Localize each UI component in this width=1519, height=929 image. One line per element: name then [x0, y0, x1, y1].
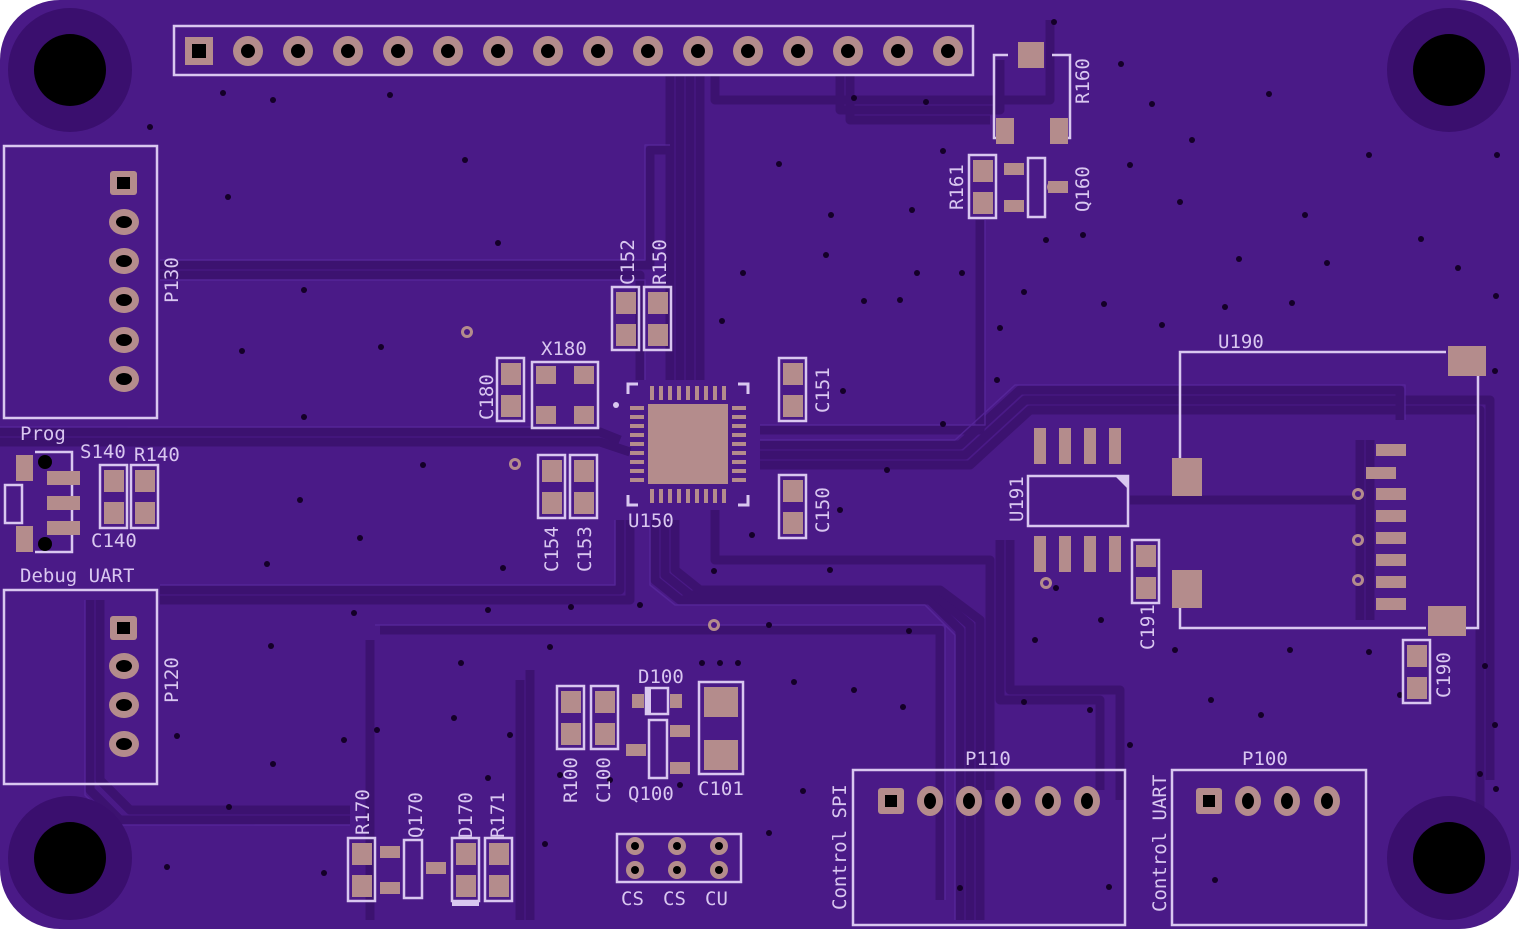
passive-pads: [104, 160, 1427, 897]
copper-traces: [0, 20, 1495, 920]
label-c101: C101: [698, 778, 744, 800]
label-r140: R140: [134, 444, 180, 466]
label-s140: S140: [80, 441, 126, 463]
label-c190: C190: [1433, 652, 1455, 698]
label-c100: C100: [593, 757, 615, 803]
d170-cathode-mark: [452, 900, 479, 906]
label-c151: C151: [812, 367, 834, 413]
label-r150: R150: [649, 239, 671, 285]
label-q160: Q160: [1072, 166, 1094, 212]
label-q170: Q170: [405, 792, 427, 838]
switch-s140: [3, 450, 80, 554]
label-x180: X180: [541, 338, 587, 360]
label-c153: C153: [574, 526, 596, 572]
label-r170: R170: [352, 789, 374, 835]
top-pin-header: [172, 24, 975, 77]
label-p110: P110: [965, 748, 1011, 770]
crystal-x180: [530, 360, 600, 430]
label-d100: D100: [638, 666, 684, 688]
label-r160: R160: [1072, 58, 1094, 104]
jumper-block: [615, 832, 743, 884]
label-prog: Prog: [20, 423, 66, 445]
label-jumper-cu: CU: [705, 888, 728, 910]
transistor-q100: [626, 718, 690, 780]
label-control-spi: Control SPI: [829, 784, 851, 910]
label-p100: P100: [1242, 748, 1288, 770]
label-c154: C154: [541, 526, 563, 572]
label-u150: U150: [628, 510, 674, 532]
label-jumper-cs2: CS: [663, 888, 686, 910]
connector-p120: [2, 588, 159, 786]
label-d170: D170: [455, 792, 477, 838]
label-jumper-cs1: CS: [621, 888, 644, 910]
label-c150: C150: [812, 487, 834, 533]
label-r100: R100: [560, 757, 582, 803]
silkscreen-labels: Prog S140 R140 C140 Debug UART X180 U150…: [20, 58, 1455, 912]
connector-p100: [1170, 768, 1368, 927]
label-r161: R161: [946, 164, 968, 210]
label-u190: U190: [1218, 331, 1264, 353]
transistor-q160: [1004, 156, 1068, 219]
resistor-r160: [992, 42, 1072, 144]
label-c191: C191: [1137, 604, 1159, 650]
diode-d100: [632, 686, 682, 716]
sdcard-u190: [1172, 346, 1486, 636]
mounting-holes: [8, 8, 1511, 920]
label-c152: C152: [617, 239, 639, 285]
capacitor-c101: [697, 680, 745, 776]
label-c140: C140: [91, 530, 137, 552]
label-p130: P130: [161, 257, 183, 303]
transistor-q170: [380, 838, 446, 900]
label-c180: C180: [476, 374, 498, 420]
label-r171: R171: [487, 792, 509, 838]
label-u191: U191: [1006, 476, 1028, 522]
connector-p130: [2, 144, 159, 420]
vias: [147, 19, 1500, 891]
connector-p110: [851, 768, 1127, 927]
label-p120: P120: [161, 657, 183, 703]
label-q100: Q100: [628, 783, 674, 805]
label-control-uart: Control UART: [1149, 775, 1171, 912]
ic-u150: [613, 382, 750, 507]
label-debug-uart: Debug UART: [20, 565, 134, 587]
copper-traces-highlight: [0, 144, 1406, 920]
ic-u191: [1026, 428, 1130, 572]
